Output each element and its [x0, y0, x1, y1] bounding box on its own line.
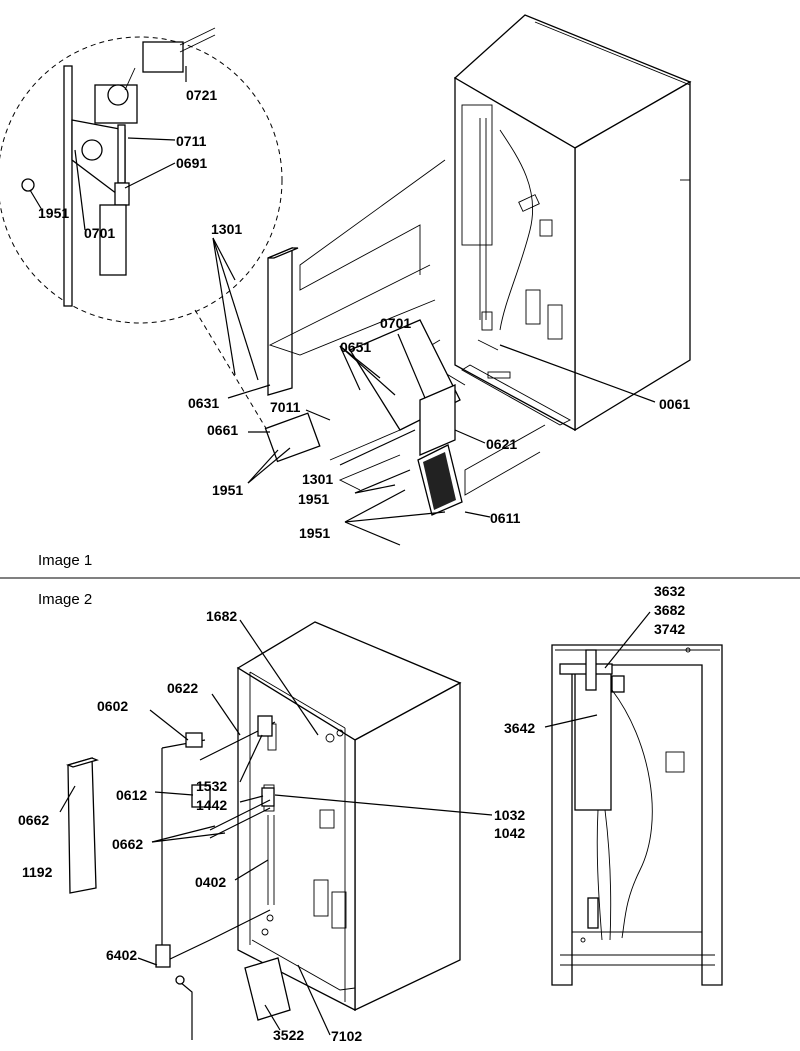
image-2-caption: Image 2	[38, 591, 92, 608]
tubing-assembly	[155, 715, 276, 1040]
label-0691: 0691	[176, 155, 207, 171]
side-cover-panel	[66, 757, 99, 894]
refrigerator-cabinet-1	[453, 14, 692, 432]
label-0622: 0622	[167, 680, 198, 696]
label-3682: 3682	[654, 602, 685, 618]
detail-magnifier-circle	[0, 36, 283, 324]
label-1682: 1682	[206, 608, 237, 624]
label-1951-bottom: 1951	[299, 525, 330, 541]
label-0701: 0701	[380, 315, 411, 331]
drain-tube-assembly	[264, 319, 461, 463]
inset-rear-view	[551, 644, 723, 986]
image-1-diagram: 0721 0711 0691 1951 0701 1301 0631 7011 …	[0, 14, 692, 569]
label-1951-left: 1951	[212, 482, 243, 498]
label-0701-detail: 0701	[84, 225, 115, 241]
label-0621: 0621	[486, 436, 517, 452]
label-1442: 1442	[196, 797, 227, 813]
image-2-labels: 1682 0602 0622 0612 1532 1442 0662 0662 …	[18, 583, 685, 1044]
label-1301-upper: 1301	[211, 221, 242, 237]
duct-outline-upper	[299, 159, 446, 291]
label-0602: 0602	[97, 698, 128, 714]
label-0721: 0721	[186, 87, 217, 103]
label-0651: 0651	[340, 339, 371, 355]
label-1042: 1042	[494, 825, 525, 841]
label-1192: 1192	[22, 864, 53, 880]
label-3642: 3642	[504, 720, 535, 736]
grille-outline	[464, 424, 546, 496]
label-1951-mid: 1951	[298, 491, 329, 507]
screw-path-1	[338, 454, 401, 491]
duct-outline-mid	[268, 264, 436, 356]
image-1-leader-lines	[29, 66, 656, 546]
image-2-leader-lines	[59, 611, 651, 1036]
label-0662: 0662	[112, 836, 143, 852]
label-3632: 3632	[654, 583, 685, 599]
label-0612: 0612	[116, 787, 147, 803]
image-2-diagram: Image 2	[18, 583, 723, 1044]
refrigerator-cabinet-2	[236, 621, 462, 1012]
damper-assembly-detail	[21, 27, 216, 307]
magnifier-leader	[194, 309, 271, 436]
label-1032: 1032	[494, 807, 525, 823]
label-7011: 7011	[270, 399, 301, 415]
label-6402: 6402	[106, 947, 137, 963]
label-1532: 1532	[196, 778, 227, 794]
label-0711: 0711	[176, 133, 207, 149]
condenser-grille	[417, 444, 463, 516]
duct-cover-panel	[267, 247, 299, 396]
label-0631: 0631	[188, 395, 219, 411]
label-1301-lower: 1301	[302, 471, 333, 487]
label-3742: 3742	[654, 621, 685, 637]
label-0402: 0402	[195, 874, 226, 890]
label-0662-left: 0662	[18, 812, 49, 828]
base-cover-3522	[244, 957, 291, 1021]
label-0661: 0661	[207, 422, 238, 438]
label-7102: 7102	[331, 1028, 362, 1044]
label-0061: 0061	[659, 396, 690, 412]
label-3522: 3522	[273, 1027, 304, 1043]
label-1951-detail: 1951	[38, 205, 69, 221]
image-1-labels: 0721 0711 0691 1951 0701 1301 0631 7011 …	[38, 87, 690, 541]
image-1-caption: Image 1	[38, 552, 92, 569]
label-0611: 0611	[490, 510, 521, 526]
